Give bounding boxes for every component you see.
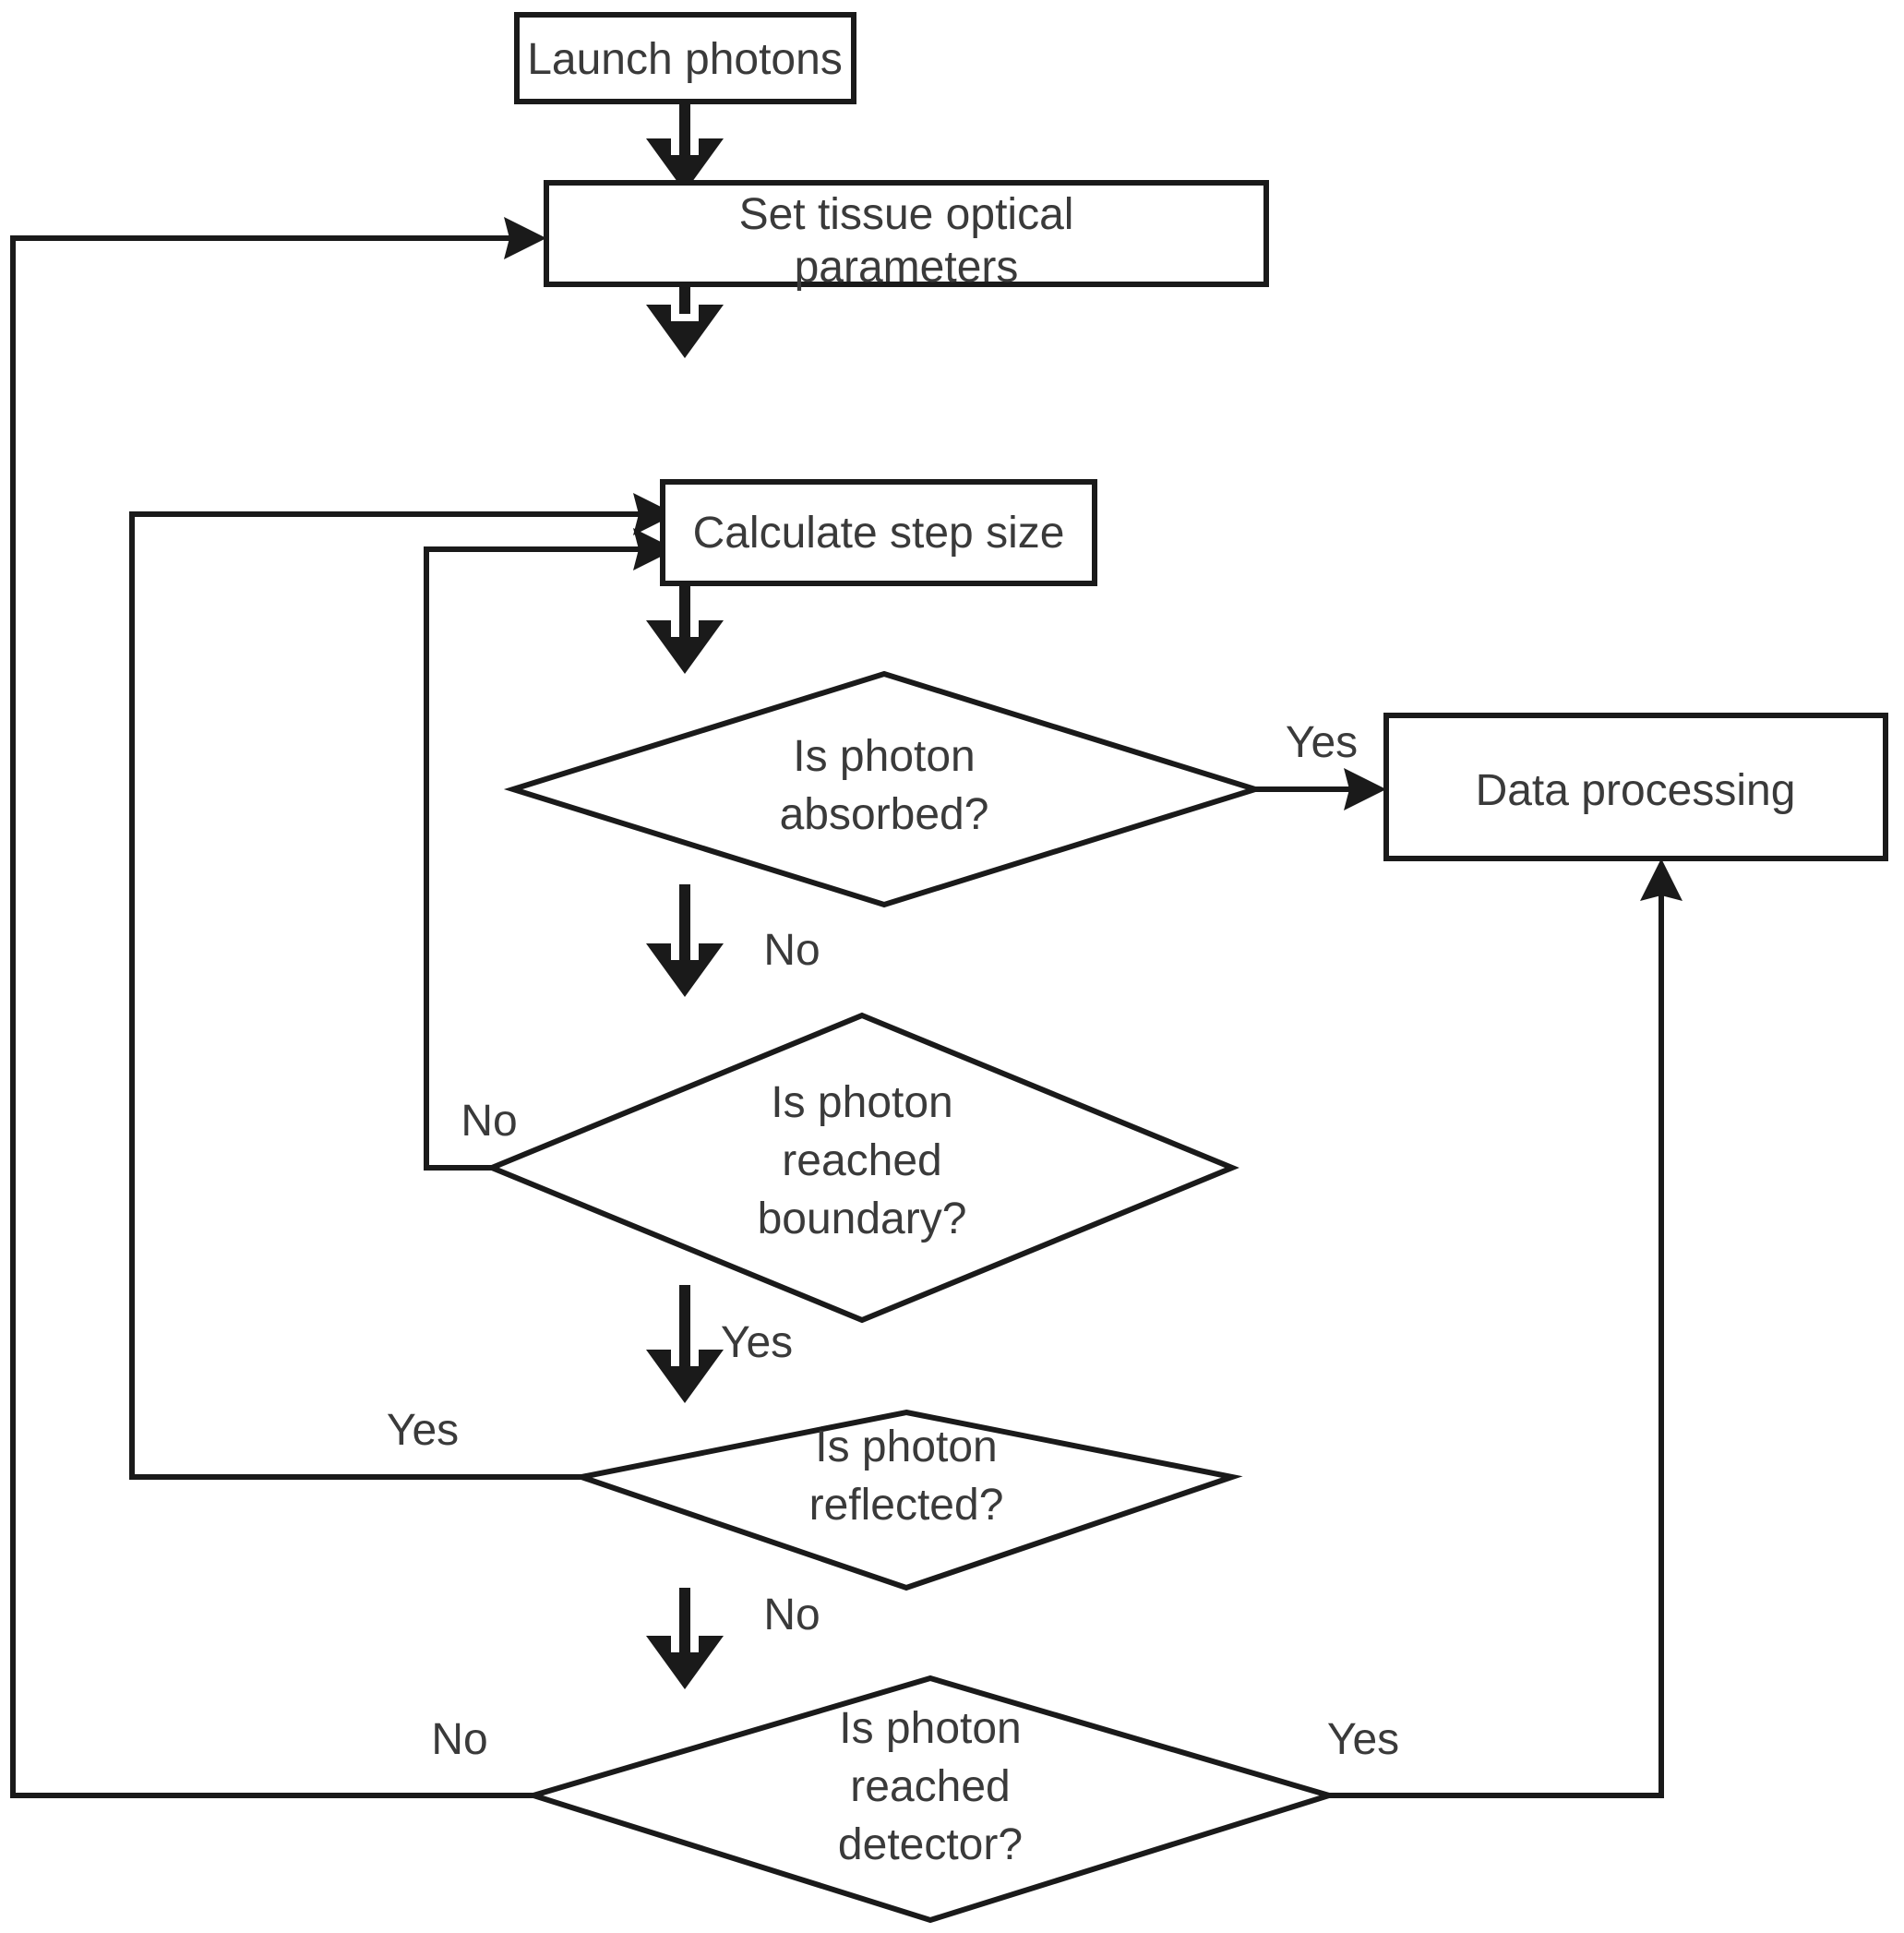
edge-boundary-yes-to-reflected xyxy=(646,1285,724,1403)
edge-detector-no-to-setparams xyxy=(10,217,546,1798)
node-reflected-label-line1: Is photon xyxy=(815,1423,997,1471)
edge-reflected-yes-to-stepsize xyxy=(129,493,676,1480)
node-calculate-step-size-label: Calculate step size xyxy=(693,509,1065,558)
node-is-photon-absorbed[interactable]: Is photon absorbed? xyxy=(503,670,1265,908)
node-reflected-label-line2: reflected? xyxy=(809,1481,1004,1530)
node-boundary-label-line2: reached xyxy=(782,1136,941,1185)
edge-label-reflected-yes: Yes xyxy=(387,1406,459,1455)
edge-detector-yes-to-dataproc xyxy=(1329,858,1682,1798)
node-detector-label-line3: detector? xyxy=(838,1820,1023,1869)
edge-stepsize-to-absorbed xyxy=(646,583,724,674)
edge-label-detector-no: No xyxy=(431,1715,487,1764)
node-is-photon-reflected[interactable]: Is photon reflected? xyxy=(570,1409,1243,1591)
node-absorbed-label-line1: Is photon xyxy=(793,732,975,781)
node-detector-label-line2: reached xyxy=(850,1762,1010,1811)
node-launch-photons-label: Launch photons xyxy=(527,35,843,84)
node-boundary-label-line3: boundary? xyxy=(758,1195,967,1243)
node-boundary-label-line1: Is photon xyxy=(771,1078,952,1127)
node-set-params-label-line2: parameters xyxy=(795,243,1019,292)
node-launch-photons[interactable]: Launch photons xyxy=(514,12,856,104)
edge-reflected-no-to-detector xyxy=(646,1588,724,1689)
edge-label-boundary-yes: Yes xyxy=(721,1318,793,1367)
node-detector-label-line1: Is photon xyxy=(839,1704,1021,1753)
node-absorbed-label-line2: absorbed? xyxy=(780,790,989,839)
node-is-photon-reached-detector[interactable]: Is photon reached detector? xyxy=(523,1675,1339,1924)
node-data-processing-label: Data processing xyxy=(1476,766,1796,815)
edge-label-detector-yes: Yes xyxy=(1327,1715,1399,1764)
node-calculate-step-size[interactable]: Calculate step size xyxy=(660,479,1097,586)
edge-label-reflected-no: No xyxy=(763,1591,820,1639)
edge-launch-to-setparams xyxy=(646,102,724,192)
edge-label-absorbed-no: No xyxy=(763,926,820,975)
edge-absorbed-no-to-boundary xyxy=(646,884,724,997)
edge-absorbed-yes-to-dataproc xyxy=(1255,768,1386,810)
edge-boundary-no-to-stepsize xyxy=(424,528,676,1171)
node-set-tissue-optical-parameters[interactable]: Set tissue optical parameters xyxy=(544,180,1269,292)
node-data-processing[interactable]: Data processing xyxy=(1383,713,1888,861)
node-set-params-label-line1: Set tissue optical xyxy=(739,190,1074,239)
edge-label-boundary-no: No xyxy=(461,1097,517,1146)
edge-label-absorbed-yes: Yes xyxy=(1286,718,1358,767)
edge-setparams-to-stepsize xyxy=(646,284,724,358)
node-is-photon-reached-boundary[interactable]: Is photon reached boundary? xyxy=(485,1012,1239,1324)
